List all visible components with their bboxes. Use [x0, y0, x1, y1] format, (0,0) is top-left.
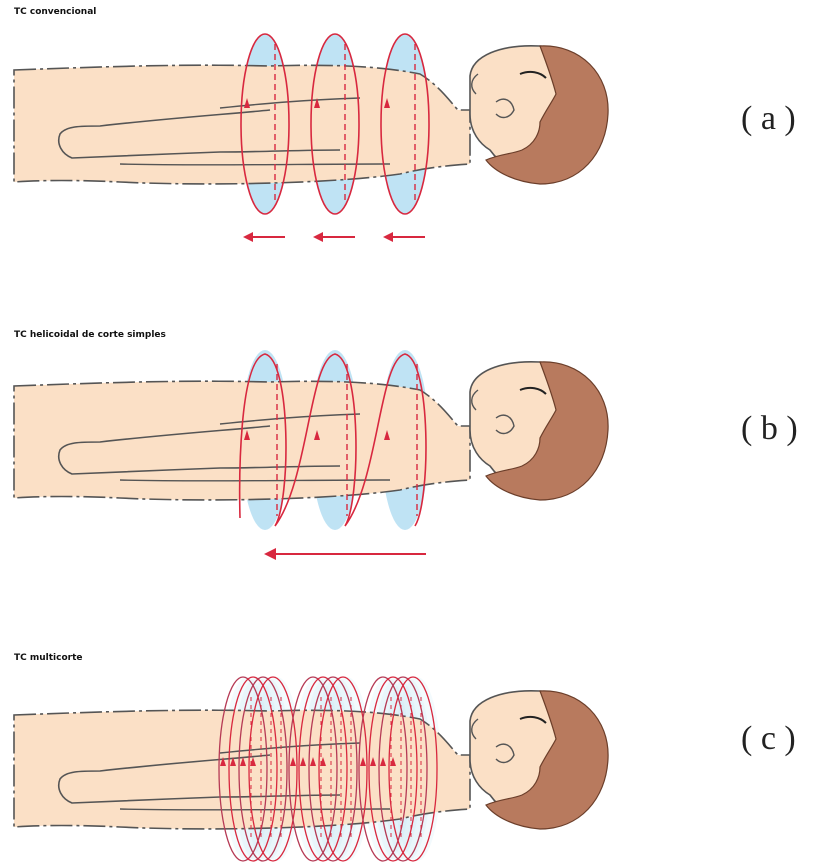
patient-leg-line	[120, 164, 390, 165]
table-motion-arrowhead-1	[243, 232, 253, 242]
figure-a	[0, 0, 822, 290]
panel-a: TC convencional ( a )	[0, 0, 822, 290]
panel-label-a: ( a )	[741, 100, 796, 138]
panel-title-a: TC convencional	[14, 7, 96, 17]
diagram-group	[14, 350, 608, 560]
table-motion-arrowhead-3	[383, 232, 393, 242]
table-motion-arrowhead	[264, 548, 276, 560]
panel-label-b: ( b )	[741, 410, 798, 448]
table-motion-arrowhead-2	[313, 232, 323, 242]
panel-b: TC helicoidal de corte simples ( b )	[0, 310, 822, 590]
patient-body	[14, 65, 470, 184]
patient-leg-line	[120, 809, 390, 810]
patient	[14, 362, 608, 500]
diagram-group	[14, 34, 608, 242]
panel-title-b: TC helicoidal de corte simples	[14, 330, 166, 340]
patient-leg-line	[120, 480, 390, 481]
panel-title-c: TC multicorte	[14, 653, 83, 663]
patient-body	[14, 381, 470, 500]
figure-b	[0, 310, 822, 590]
panel-c: TC multicorte ( c )	[0, 625, 822, 862]
figure-c	[0, 625, 822, 862]
diagram-group	[14, 677, 608, 862]
panel-label-c: ( c )	[741, 720, 796, 758]
